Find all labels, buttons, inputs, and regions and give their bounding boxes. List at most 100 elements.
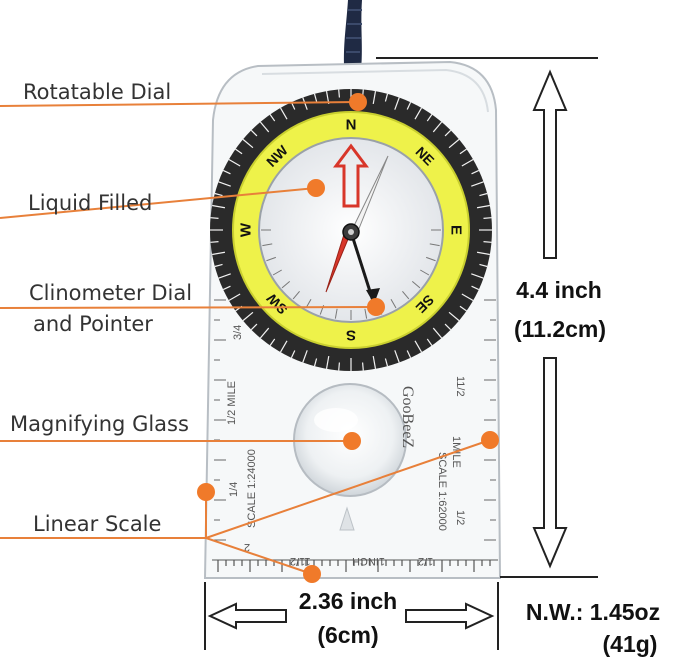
capsule-tick — [262, 243, 273, 247]
bezel-tick — [394, 97, 400, 110]
bezel-tick — [461, 158, 474, 167]
width-cm-label: (6cm) — [317, 622, 379, 648]
bezel-tick — [214, 263, 223, 268]
bezel-tick — [279, 107, 288, 120]
bezel-tick — [448, 311, 460, 322]
bezel-tick — [444, 129, 452, 137]
bezel-tick — [218, 273, 231, 279]
callout-line-rotatable-dial — [0, 101, 359, 107]
bezel-tick — [228, 158, 241, 167]
bezel-tick — [313, 93, 318, 102]
callout-dot-linear-scale-right — [481, 431, 499, 449]
label-clinometer-line1: Clinometer Dial — [29, 281, 193, 305]
capsule-tick — [266, 256, 276, 262]
label-linear-scale: Linear Scale — [33, 512, 162, 536]
bottom-ruler — [212, 559, 498, 572]
bezel-tick — [361, 362, 364, 371]
bezel-tick — [461, 293, 474, 302]
callout-line-linear-scale-3 — [205, 439, 491, 539]
callout-dot-liquid-filled — [307, 179, 325, 197]
bezel-tick — [218, 181, 231, 187]
bezel-tick — [242, 138, 254, 149]
bezel-tick — [325, 355, 330, 369]
bezel-tick — [279, 340, 288, 353]
bezel-tick — [250, 323, 258, 331]
capsule-tick — [420, 269, 430, 276]
bezel-tick — [476, 204, 490, 209]
bezel-tick — [214, 192, 223, 197]
width-arrow-right-icon — [405, 602, 495, 630]
callout-dot-linear-scale-bottom — [303, 565, 321, 583]
capsule-tick — [426, 256, 436, 262]
capsule-tick — [429, 243, 440, 247]
bezel-tick — [426, 114, 433, 122]
bezel-tick — [210, 217, 219, 220]
bezel-tick — [222, 285, 231, 291]
capsule-tick — [334, 308, 338, 319]
bezel-tick — [471, 181, 484, 187]
bezel-tick — [483, 240, 492, 243]
bezel-tick — [235, 148, 243, 155]
bezel-tick — [471, 285, 480, 291]
bezel-tick — [432, 121, 443, 133]
bezel-tick — [471, 273, 484, 279]
height-cm-label: (11.2cm) — [513, 316, 607, 342]
bezel-tick — [302, 350, 308, 363]
bezel-tick — [414, 340, 423, 353]
weight-label: N.W.: 1.45oz — [525, 599, 661, 625]
bezel-tick — [432, 327, 443, 339]
bezel-tick — [459, 148, 467, 155]
bezel-tick — [471, 169, 480, 175]
bezel-tick — [394, 350, 400, 363]
bezel-tick — [338, 362, 341, 371]
capsule-tick — [272, 269, 282, 276]
capsule-tick — [364, 308, 368, 319]
bezel-tick — [479, 192, 488, 197]
bezel-tick — [228, 293, 241, 302]
height-inch-label: 4.4 inch — [516, 277, 602, 303]
travel-arrow-icon — [339, 506, 355, 531]
bezel-tick — [302, 97, 308, 110]
bezel-tick — [444, 323, 452, 331]
label-magnifying-glass: Magnifying Glass — [10, 412, 189, 436]
bezel-tick — [313, 358, 318, 367]
bezel-tick — [259, 327, 270, 339]
bezel-tick — [406, 350, 412, 359]
capsule-tick — [411, 281, 421, 289]
bezel-tick — [479, 263, 488, 268]
label-rotatable-dial: Rotatable Dial — [23, 80, 172, 104]
bezel-tick — [384, 93, 389, 102]
bezel-tick — [259, 121, 270, 133]
bezel-tick — [406, 101, 412, 110]
bezel-tick — [448, 138, 460, 149]
capsule-tick — [402, 290, 410, 300]
bezel-tick — [372, 91, 377, 105]
callout-line-clinometer — [0, 306, 377, 309]
height-arrow-down-icon — [532, 357, 568, 569]
callout-dot-linear-scale-left — [197, 483, 215, 501]
bezel-tick — [414, 107, 423, 120]
bezel-tick — [212, 204, 226, 209]
orienting-arrow-icon — [333, 143, 369, 208]
callout-dot-clinometer — [367, 298, 385, 316]
capsule-tick — [281, 281, 291, 289]
bezel-tick — [483, 217, 492, 220]
bezel-tick — [384, 358, 389, 367]
callout-dot-magnifying-glass — [343, 432, 361, 450]
bezel-tick — [426, 338, 433, 346]
bezel-tick — [210, 240, 219, 243]
bezel-tick — [222, 169, 231, 175]
bezel-tick — [476, 251, 490, 256]
height-arrow-up-icon — [532, 69, 568, 259]
bezel-tick — [242, 311, 254, 322]
label-clinometer-line2: and Pointer — [33, 312, 153, 336]
width-inch-label: 2.36 inch — [298, 588, 398, 614]
capsule-tick — [390, 299, 397, 309]
callout-dot-rotatable-dial — [349, 93, 367, 111]
bezel-tick — [459, 305, 467, 312]
weight-grams-label: (41g) — [602, 631, 658, 657]
bezel-tick — [269, 114, 276, 122]
